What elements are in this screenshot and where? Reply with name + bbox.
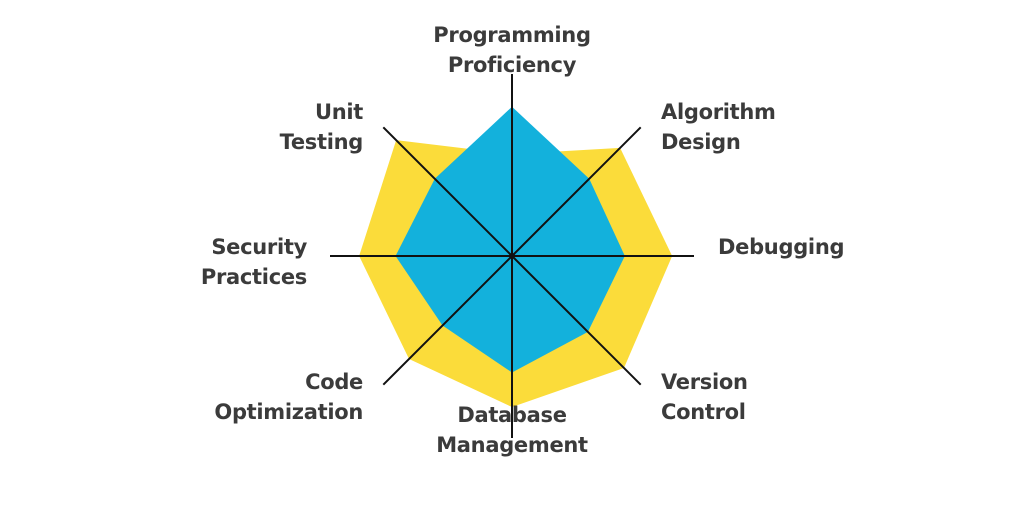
axis-label-line: Practices: [200, 265, 307, 289]
axis-label-code-optimization: Code Optimization: [214, 367, 363, 427]
axis-label-line: Algorithm: [661, 100, 776, 124]
axis-label-line: Code: [305, 370, 363, 394]
center-point: [509, 253, 515, 259]
axis-label-line: Programming: [433, 23, 591, 47]
axis-label-programming-proficiency: Programming Proficiency: [433, 20, 591, 80]
axis-label-line: Management: [436, 433, 588, 457]
axis-label-line: Debugging: [718, 235, 845, 259]
axis-label-algorithm-design: Algorithm Design: [661, 97, 776, 157]
axis-label-line: Design: [661, 130, 741, 154]
axis-label-line: Optimization: [214, 400, 363, 424]
axis-label-database-management: Database Management: [436, 400, 588, 460]
axis-label-unit-testing: Unit Testing: [279, 97, 364, 157]
axis-label-line: Control: [661, 400, 746, 424]
axis-label-line: Version: [661, 370, 748, 394]
axis-label-line: Proficiency: [447, 53, 577, 77]
axis-label-line: Security: [211, 235, 307, 259]
axis-label-line: Database: [457, 403, 567, 427]
axis-label-line: Unit: [314, 100, 363, 124]
axis-label-debugging: Debugging: [718, 232, 845, 262]
axis-label-line: Testing: [279, 130, 364, 154]
axis-label-security-practices: Security Practices: [201, 232, 307, 292]
series-area-2: [395, 106, 625, 373]
axis-label-version-control: Version Control: [661, 367, 748, 427]
